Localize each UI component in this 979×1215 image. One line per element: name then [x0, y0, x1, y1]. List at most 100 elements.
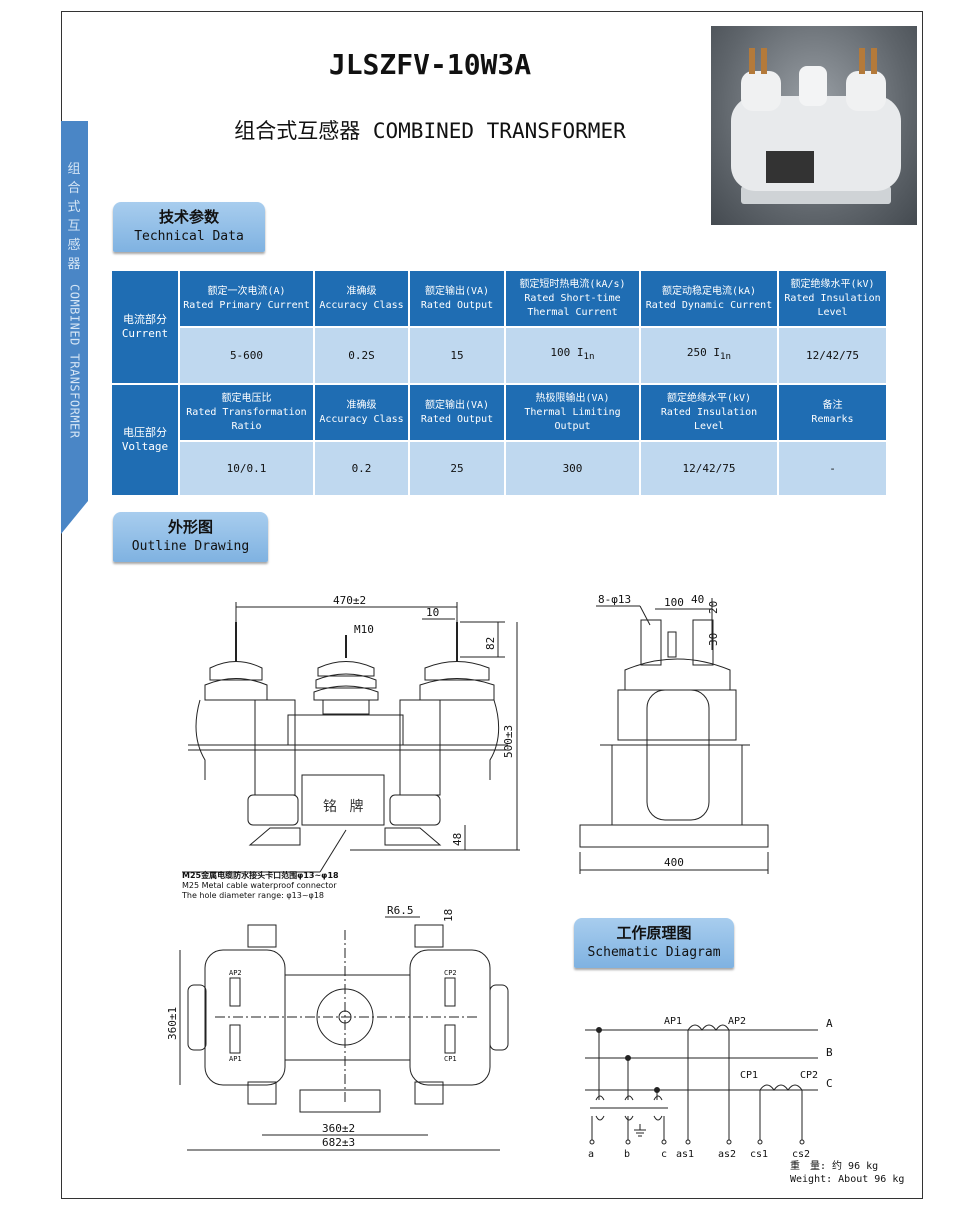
- side-terminal-left: [640, 619, 662, 666]
- value-cell: 300: [504, 440, 641, 497]
- plan-right-ear: [489, 984, 509, 1051]
- group-current-en: Current: [121, 327, 169, 340]
- header-cell: 额定绝缘水平(kV)Rated Insulation Level: [777, 269, 888, 328]
- leader-line: [319, 829, 347, 873]
- header-cn: 额定绝缘水平(kV): [666, 392, 752, 404]
- leader-line: [639, 605, 651, 626]
- terminal-dot: [685, 1139, 691, 1145]
- side-cap: [624, 658, 731, 691]
- header-cell: 额定绝缘水平(kV) Rated Insulation Level: [639, 383, 779, 442]
- terminal-label: as2: [718, 1149, 736, 1160]
- section-outline-cn: 外形图: [167, 518, 213, 536]
- body-outline-sides: [195, 699, 500, 780]
- table-row: 电流部分 Current 额定一次电流(A) Rated Primary Curr…: [110, 269, 888, 385]
- header-cn: 额定绝缘水平(kV): [790, 278, 875, 290]
- header-en: Rated Insulation Level: [660, 406, 758, 432]
- section-tab-outline: 外形图 Outline Drawing: [113, 512, 268, 562]
- header-cell: 额定输出(VA)Rated Output: [408, 383, 506, 442]
- section-schematic-en: Schematic Diagram: [587, 945, 721, 960]
- dim-inner: 360±2: [322, 1122, 355, 1135]
- group-current: 电流部分 Current: [110, 269, 180, 385]
- dim-overall: 682±3: [322, 1136, 355, 1149]
- connector-note-en2: The hole diameter range: φ13~φ18: [182, 891, 324, 900]
- header-en: Rated Output: [420, 413, 494, 425]
- header-en: Accuracy Class: [319, 413, 404, 425]
- header-cell: 额定一次电流(A) Rated Primary Current: [178, 269, 315, 328]
- section-tab-technical: 技术参数 Technical Data: [113, 202, 265, 252]
- value-cell: 10/0.1: [178, 440, 315, 497]
- side-banner: [61, 121, 88, 534]
- group-voltage: 电压部分 Voltage: [110, 383, 180, 497]
- header-en: Rated Short-time Thermal Current: [524, 292, 621, 318]
- dim-side-width: 400: [664, 856, 684, 869]
- header-cell: 额定输出(VA) Rated Output: [408, 269, 506, 328]
- dim-gap: 10: [426, 606, 439, 619]
- plan-terminal: [444, 1024, 456, 1054]
- dim-40: 40: [691, 593, 704, 606]
- side-banner-text: 组合式互感器 COMBINED TRANSFORMER: [63, 160, 85, 439]
- right-insulator-mid: [419, 678, 495, 701]
- label-bolt: M10: [354, 623, 374, 636]
- side-coil: [646, 689, 710, 821]
- terminal-dot: [757, 1139, 763, 1145]
- photo-right-terminal-2: [871, 48, 877, 74]
- vt-primary-coils: [595, 1095, 663, 1101]
- label-ap2: AP2: [229, 969, 242, 977]
- value-cell: 0.2S: [313, 326, 410, 385]
- value-text: 250 I: [686, 346, 721, 360]
- center-neck: [322, 699, 370, 715]
- header-en: Rated Primary Current: [183, 299, 310, 311]
- plan-bracket: [247, 1081, 277, 1105]
- vt-primary-leads: [598, 1030, 658, 1100]
- plan-terminal: [229, 1024, 241, 1054]
- connector-note: M25金属电缆防水接头卡口范围φ13~φ18 M25 Metal cable w…: [182, 871, 339, 901]
- label-cp2: CP2: [444, 969, 457, 977]
- line-label-a: A: [826, 1017, 833, 1030]
- header-cell: 额定动稳定电流(kA)Rated Dynamic Current: [639, 269, 779, 328]
- header-cell: 热极限输出(VA)Thermal Limiting Output: [504, 383, 641, 442]
- header-en: Rated Output: [420, 299, 494, 311]
- center-insulator-1: [317, 661, 375, 677]
- side-lower-body: [611, 744, 743, 826]
- side-center-bolt: [667, 631, 677, 658]
- section-tab-schematic: 工作原理图 Schematic Diagram: [574, 918, 734, 968]
- terminal-dot: [589, 1139, 595, 1145]
- header-cn: 额定一次电流(A): [207, 285, 286, 297]
- cp-taps: [759, 1090, 803, 1140]
- side-banner-cn: 组合式互感器: [67, 162, 81, 272]
- dim-holes: 8-φ13: [598, 593, 631, 606]
- plan-left-ear: [187, 984, 207, 1051]
- terminal-label: cs2: [792, 1149, 810, 1160]
- header-en: Rated Transformation Ratio: [186, 406, 307, 432]
- left-lug: [247, 794, 299, 826]
- cp-coil: [759, 1084, 803, 1091]
- connector-note-en1: M25 Metal cable waterproof connector: [182, 881, 337, 890]
- ap-taps: [687, 1030, 730, 1140]
- page-title: JLSZFV-10W3A: [328, 48, 532, 81]
- connector-note-cn: M25金属电缆防水接头卡口范围φ13~φ18: [182, 871, 339, 880]
- label-cp2: CP2: [800, 1070, 818, 1081]
- page-subtitle: 组合式互感器 COMBINED TRANSFORMER: [234, 119, 626, 143]
- label-cp1: CP1: [740, 1070, 758, 1081]
- right-column: [399, 699, 441, 796]
- right-lug: [389, 794, 441, 826]
- header-cn: 额定输出(VA): [424, 285, 490, 297]
- group-voltage-cn: 电压部分: [123, 426, 167, 439]
- header-cn: 准确级: [346, 285, 377, 297]
- line-label-c: C: [826, 1077, 833, 1090]
- section-schematic-cn: 工作原理图: [616, 924, 692, 942]
- terminal-dot: [625, 1139, 631, 1145]
- photo-nameplate: [766, 151, 814, 183]
- page-frame: [61, 11, 923, 1199]
- ap-coil: [687, 1024, 730, 1031]
- vt-secondary-leads: [591, 1116, 665, 1140]
- photo-right-cap: [846, 71, 886, 111]
- section-outline-en: Outline Drawing: [131, 539, 250, 554]
- value-subscript: 1n: [583, 351, 595, 363]
- plan-bracket: [414, 924, 444, 948]
- dim-radius: R6.5: [387, 904, 414, 917]
- dim-20: 20: [707, 601, 720, 614]
